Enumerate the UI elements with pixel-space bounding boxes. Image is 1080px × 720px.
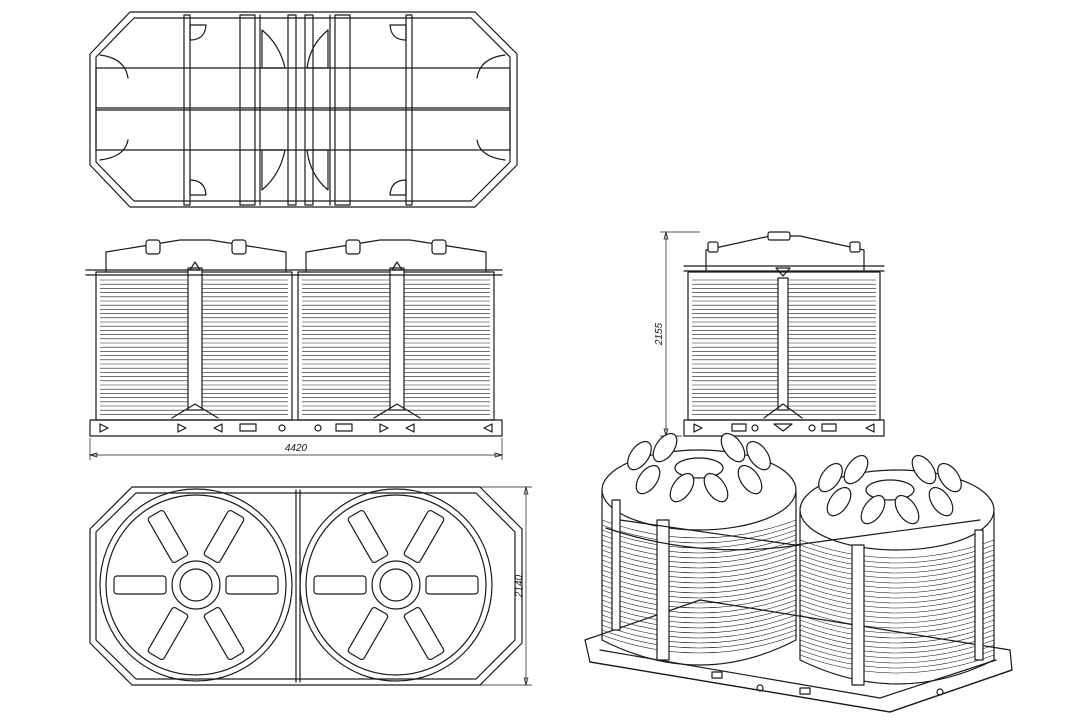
length-value: 4420 — [285, 443, 308, 454]
rib-line — [799, 609, 995, 629]
lid-blade — [928, 486, 954, 517]
rib-line — [601, 594, 797, 614]
blade — [113, 575, 167, 595]
plan-view: 2140 — [89, 485, 532, 687]
rib-line — [799, 584, 995, 604]
rib-line — [601, 549, 797, 569]
blade — [347, 606, 389, 661]
lid-blade — [720, 432, 746, 463]
rib-line — [799, 629, 995, 649]
front-view: 4420 — [85, 239, 504, 460]
iso-blades — [627, 432, 962, 525]
rib-line — [799, 569, 995, 589]
rib-line — [601, 529, 797, 549]
rib-line — [601, 609, 797, 629]
rib-line — [799, 564, 995, 584]
lid-blade — [746, 440, 771, 471]
rib-line — [601, 584, 797, 604]
blade — [203, 509, 245, 564]
blade — [425, 575, 479, 595]
blade — [203, 606, 245, 661]
width-value: 2140 — [514, 574, 525, 598]
plan-tank-left — [99, 488, 293, 682]
rib-line — [799, 549, 995, 569]
lid-blade — [627, 440, 652, 471]
rib-line — [601, 614, 797, 634]
lid-blade — [737, 464, 763, 495]
height-value: 2155 — [654, 322, 665, 346]
rib-line — [799, 579, 995, 599]
rib-line — [799, 544, 995, 564]
iso-ribs-right — [799, 539, 995, 674]
rib-line — [799, 619, 995, 639]
iso-tank-left — [601, 449, 797, 666]
rib-line — [601, 604, 797, 624]
rib-line — [601, 524, 797, 544]
rib-line — [601, 589, 797, 609]
rib-line — [601, 564, 797, 584]
lid-blade — [860, 494, 886, 525]
lid-blade — [843, 454, 869, 485]
rib-line — [601, 554, 797, 574]
rib-line — [799, 604, 995, 624]
lid-blade — [894, 494, 920, 525]
side-view: 2155 — [654, 230, 885, 438]
rib-line — [799, 649, 995, 669]
lid-blade — [818, 462, 843, 493]
rib-line — [601, 519, 797, 539]
rib-line — [799, 634, 995, 654]
blade — [147, 509, 189, 564]
front-ribs — [100, 279, 490, 415]
rib-line — [601, 624, 797, 644]
lid-blade — [911, 454, 937, 485]
width-dimension: 2140 — [480, 485, 532, 687]
rib-line — [799, 654, 995, 674]
rib-line — [601, 619, 797, 639]
length-dimension: 4420 — [88, 438, 504, 460]
iso-ribs-left — [601, 519, 797, 654]
front-base-cutouts — [99, 423, 493, 433]
rib-line — [799, 574, 995, 594]
rib-line — [601, 534, 797, 554]
plan-tank-right — [299, 488, 493, 682]
lid-blade — [652, 432, 678, 463]
blade — [225, 575, 279, 595]
isometric-view — [584, 432, 1013, 713]
rib-line — [601, 599, 797, 619]
lid-blade — [669, 472, 695, 503]
rib-line — [601, 574, 797, 594]
height-dimension: 2155 — [654, 230, 700, 438]
lid-blade — [826, 486, 852, 517]
rib-line — [799, 589, 995, 609]
rib-line — [799, 639, 995, 659]
rib-line — [799, 539, 995, 559]
rib-line — [799, 624, 995, 644]
blade — [403, 606, 445, 661]
rib-line — [799, 594, 995, 614]
rib-line — [799, 644, 995, 664]
lid-blade — [635, 464, 661, 495]
rib-line — [601, 629, 797, 649]
rib-line — [799, 554, 995, 574]
plan-blades-left — [113, 509, 279, 661]
rib-line — [601, 569, 797, 589]
lid-blade — [703, 472, 729, 503]
rib-line — [601, 559, 797, 579]
top-view — [89, 11, 518, 208]
rib-line — [799, 559, 995, 579]
blade — [403, 509, 445, 564]
lid-blade — [937, 462, 962, 493]
blade — [313, 575, 367, 595]
blade — [347, 509, 389, 564]
plan-blades-right — [313, 509, 479, 661]
rib-line — [601, 634, 797, 654]
rib-line — [601, 544, 797, 564]
blade — [147, 606, 189, 661]
rib-line — [799, 599, 995, 619]
rib-line — [601, 579, 797, 599]
rib-line — [799, 614, 995, 634]
